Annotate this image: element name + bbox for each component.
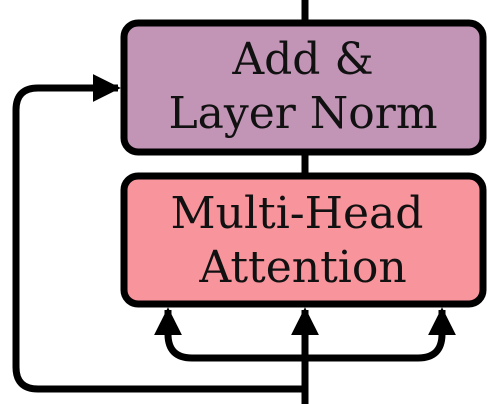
attention-label-line2: Attention xyxy=(198,242,406,293)
attention-label-line1: Multi-Head xyxy=(171,188,424,239)
add-norm-label-line1: Add & xyxy=(231,34,373,85)
residual-connection-arrow xyxy=(12,74,305,393)
multi-head-attention-block xyxy=(120,172,487,308)
attention-input-branch-left xyxy=(154,307,305,362)
attention-input-branch-right xyxy=(305,307,456,362)
add-and-layer-norm-block xyxy=(120,19,487,156)
add-norm-label-line2: Layer Norm xyxy=(168,88,437,139)
